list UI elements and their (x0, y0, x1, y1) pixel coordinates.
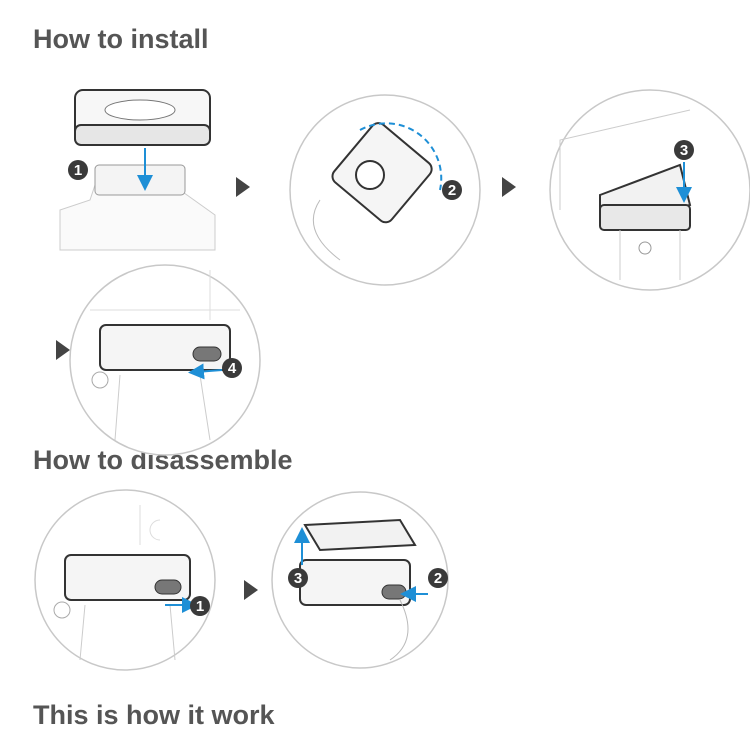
next-arrow-icon (244, 580, 258, 600)
svg-text:2: 2 (448, 182, 456, 199)
install-step-1-illustration: 1 (59, 89, 216, 251)
disassemble-step-2-illustration: 2 3 (271, 491, 449, 669)
svg-text:3: 3 (294, 570, 302, 587)
badge-step-4: 4 (222, 358, 242, 378)
svg-text:1: 1 (196, 598, 204, 615)
heading-install: How to install (33, 24, 209, 54)
heading-how-it-works: This is how it work (33, 700, 275, 730)
svg-text:2: 2 (434, 570, 442, 587)
badge-step-2: 2 (442, 180, 462, 200)
next-arrow-icon (56, 340, 70, 360)
badge-disassemble-step-2: 2 (428, 568, 448, 588)
install-step-3-illustration: 3 (549, 89, 750, 291)
next-arrow-icon (236, 177, 250, 197)
badge-step-3: 3 (674, 140, 694, 160)
badge-step-1: 1 (68, 160, 88, 180)
svg-text:3: 3 (680, 142, 688, 159)
disassemble-step-1-illustration: 1 (34, 489, 216, 671)
next-arrow-icon (502, 177, 516, 197)
svg-text:1: 1 (74, 162, 82, 179)
badge-disassemble-step-1: 1 (190, 596, 210, 616)
badge-disassemble-step-3: 3 (288, 568, 308, 588)
install-step-4-illustration: 4 (69, 264, 261, 456)
install-step-2-illustration: 2 (289, 94, 481, 286)
svg-text:4: 4 (228, 360, 237, 377)
